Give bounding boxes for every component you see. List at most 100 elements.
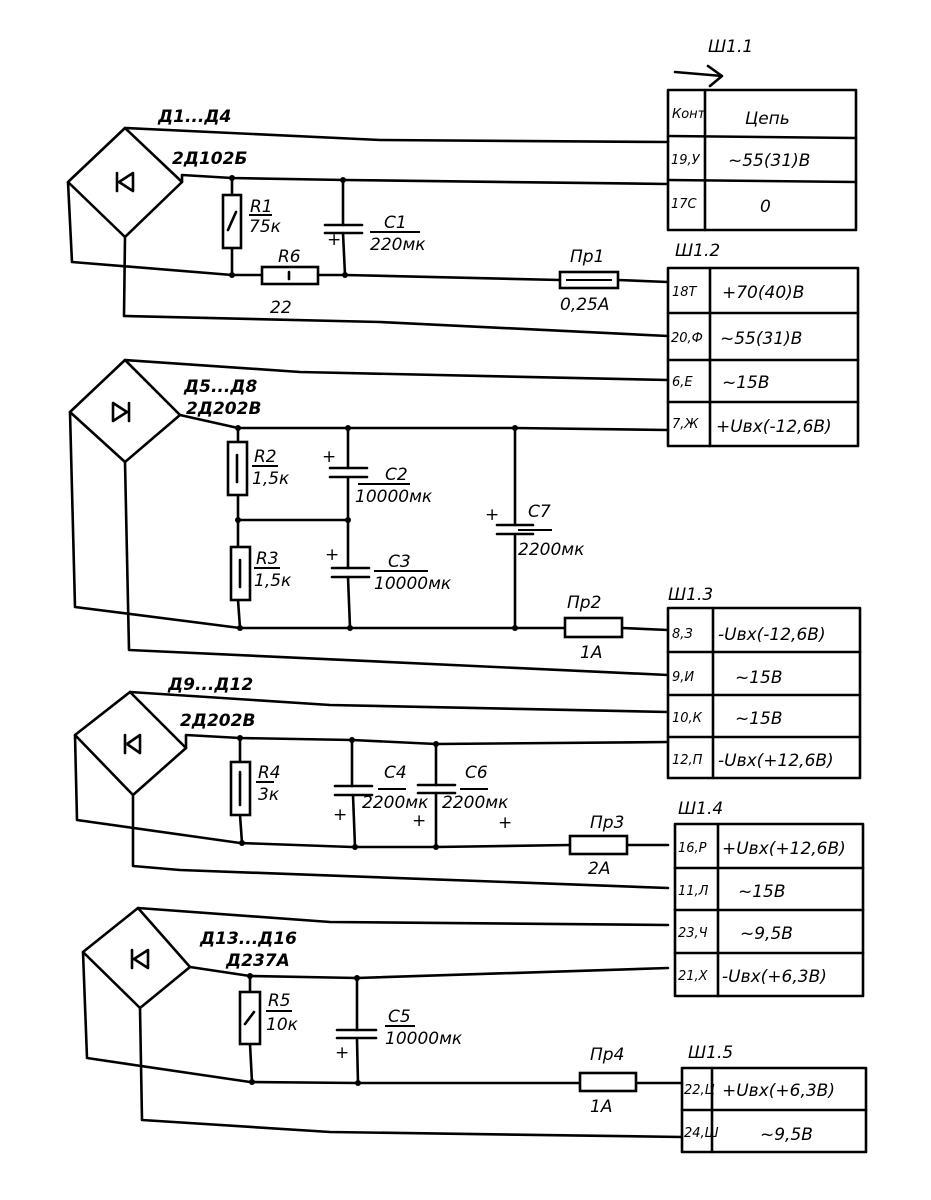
r3-ref: R3 <box>256 549 279 569</box>
section-4: Д13...Д16 Д237А R5 10к + C5 10000мк Пр4 … <box>81 906 684 1139</box>
c1-ref: C1 <box>384 213 407 233</box>
diode-symbol-icon <box>111 401 131 423</box>
c6-polarity: + <box>498 813 512 833</box>
fuse-pr1-ref: Пр1 <box>570 247 604 267</box>
section-3: Д9...Д12 2Д202В R4 3к + C4 2200мк + C6 2… <box>73 675 670 890</box>
bridge-4-ref: Д13...Д16 <box>199 929 297 949</box>
r6-value: 22 <box>270 298 292 318</box>
connector-pin: 16,Р <box>678 841 707 856</box>
connector-circuit: ~15В <box>738 882 786 902</box>
connector-pin: 9,И <box>672 670 694 685</box>
fuse-pr4 <box>578 1071 638 1093</box>
c3-polarity: + <box>325 545 339 565</box>
bridge-2-part: 2Д202В <box>186 399 261 419</box>
connector-pin: 20,Ф <box>671 331 703 346</box>
c6-value: 2200мк <box>442 793 509 813</box>
fuse-pr3-value: 2А <box>588 859 610 879</box>
connector-pin: 10,К <box>672 711 703 726</box>
connector-pin: 18Т <box>672 285 698 300</box>
connector-circuit: +Uвх(+12,6В) <box>722 839 846 859</box>
section-1: Д1...Д4 2Д102Б R1 75к R6 22 + C1 220мк П… <box>66 107 670 338</box>
c5-polarity: + <box>335 1043 349 1063</box>
diode-bridge-1 <box>66 126 184 239</box>
connector-sh1-3: Ш1.3 8,З -Uвх(-12,6В) 9,И ~15В 10,К ~15В… <box>666 585 862 780</box>
c4-polarity-2: + <box>412 811 426 831</box>
fuse-pr3-ref: Пр3 <box>590 813 624 833</box>
c2-polarity: + <box>322 447 336 467</box>
fuse-pr3 <box>568 834 629 856</box>
connector-sh1-5: Ш1.5 22,Ц +Uвх(+6,3В) 24,Ш ~9,5В <box>680 1043 868 1154</box>
diode-symbol-icon <box>115 171 135 193</box>
connector-circuit: ~55(31)В <box>728 151 810 171</box>
c5-ref: C5 <box>388 1007 411 1027</box>
r1-ref: R1 <box>250 197 273 217</box>
fuse-pr4-value: 1А <box>590 1097 612 1117</box>
connector-sh1-4: Ш1.4 16,Р +Uвх(+12,6В) 11,Л ~15В 23,Ч ~9… <box>673 799 865 998</box>
r2-ref: R2 <box>254 447 277 467</box>
connector-circuit: ~55(31)В <box>720 329 802 349</box>
connector-sh1-2-title: Ш1.2 <box>675 241 720 261</box>
diode-symbol-icon <box>130 948 150 970</box>
connector-pin: 23,Ч <box>678 926 708 941</box>
arrow-right-icon <box>673 64 724 88</box>
r4-ref: R4 <box>258 763 281 783</box>
c4-value: 2200мк <box>362 793 429 813</box>
bridge-1-part: 2Д102Б <box>172 149 247 169</box>
connector-circuit: +70(40)В <box>722 283 804 303</box>
connector-circuit: 0 <box>760 197 771 217</box>
connector-pin: 19,У <box>671 153 701 168</box>
diode-symbol-icon <box>123 733 142 755</box>
connector-pin: 7,Ж <box>672 417 699 432</box>
connector-pin: 8,З <box>672 627 693 642</box>
connector-sh1-4-title: Ш1.4 <box>678 799 723 819</box>
c3-value: 10000мк <box>374 574 452 594</box>
connector-circuit: ~15В <box>722 373 770 393</box>
section-2: Д5...Д8 2Д202В R2 1,5к R3 1,5к + C2 1000… <box>68 358 670 677</box>
bridge-4-part: Д237А <box>225 951 290 971</box>
r5-ref: R5 <box>268 991 291 1011</box>
connector-pin: 24,Ш <box>684 1126 719 1141</box>
connector-sh1-1: Ш1.1 Конт Цепь 19,У ~55(31)В 17С 0 <box>666 37 858 232</box>
c1-value: 220мк <box>370 235 426 255</box>
bridge-3-part: 2Д202В <box>180 711 255 731</box>
r5-value: 10к <box>266 1015 299 1035</box>
connector-circuit: -Uвх(-12,6В) <box>718 625 826 645</box>
fuse-pr2-ref: Пр2 <box>567 593 601 613</box>
connector-pin: 6,Е <box>672 375 693 390</box>
c7-polarity: + <box>485 505 499 525</box>
c2-ref: C2 <box>385 465 408 485</box>
connector-circuit: +Uвх(-12,6В) <box>716 417 832 437</box>
connector-circuit: -Uвх(+12,6В) <box>718 751 834 771</box>
r2-value: 1,5к <box>252 469 290 489</box>
connector-circuit: +Uвх(+6,3В) <box>722 1081 835 1101</box>
bridge-2-ref: Д5...Д8 <box>183 377 257 397</box>
fuse-pr2 <box>563 616 624 639</box>
connector-circuit: ~15В <box>735 709 783 729</box>
connector-circuit: -Uвх(+6,3В) <box>722 967 827 987</box>
r4-value: 3к <box>258 785 280 805</box>
connector-circuit: ~9,5В <box>760 1125 813 1145</box>
c4-polarity: + <box>333 805 347 825</box>
connector-pin: 17С <box>671 197 698 212</box>
c1-polarity: + <box>327 230 341 250</box>
connector-sh1-1-header-pin: Конт <box>672 107 706 122</box>
connector-pin: 12,П <box>672 753 703 768</box>
connector-sh1-2: Ш1.2 18Т +70(40)В 20,Ф ~55(31)В 6,Е ~15В… <box>666 241 860 448</box>
connector-pin: 11,Л <box>678 884 709 899</box>
c7-value: 2200мк <box>518 540 585 560</box>
c3-ref: C3 <box>388 552 411 572</box>
r3-value: 1,5к <box>254 571 292 591</box>
c5-value: 10000мк <box>385 1029 463 1049</box>
connector-sh1-3-title: Ш1.3 <box>668 585 713 605</box>
connector-circuit: ~9,5В <box>740 924 793 944</box>
c7-ref: C7 <box>528 502 551 522</box>
connector-sh1-5-title: Ш1.5 <box>688 1043 733 1063</box>
connector-sh1-1-title: Ш1.1 <box>708 37 753 57</box>
connector-pin: 22,Ц <box>684 1083 715 1098</box>
r6-ref: R6 <box>278 247 301 267</box>
fuse-pr2-value: 1А <box>580 643 602 663</box>
fuse-pr4-ref: Пр4 <box>590 1045 624 1065</box>
r1-value: 75к <box>249 217 282 237</box>
bridge-1-ref: Д1...Д4 <box>157 107 231 127</box>
